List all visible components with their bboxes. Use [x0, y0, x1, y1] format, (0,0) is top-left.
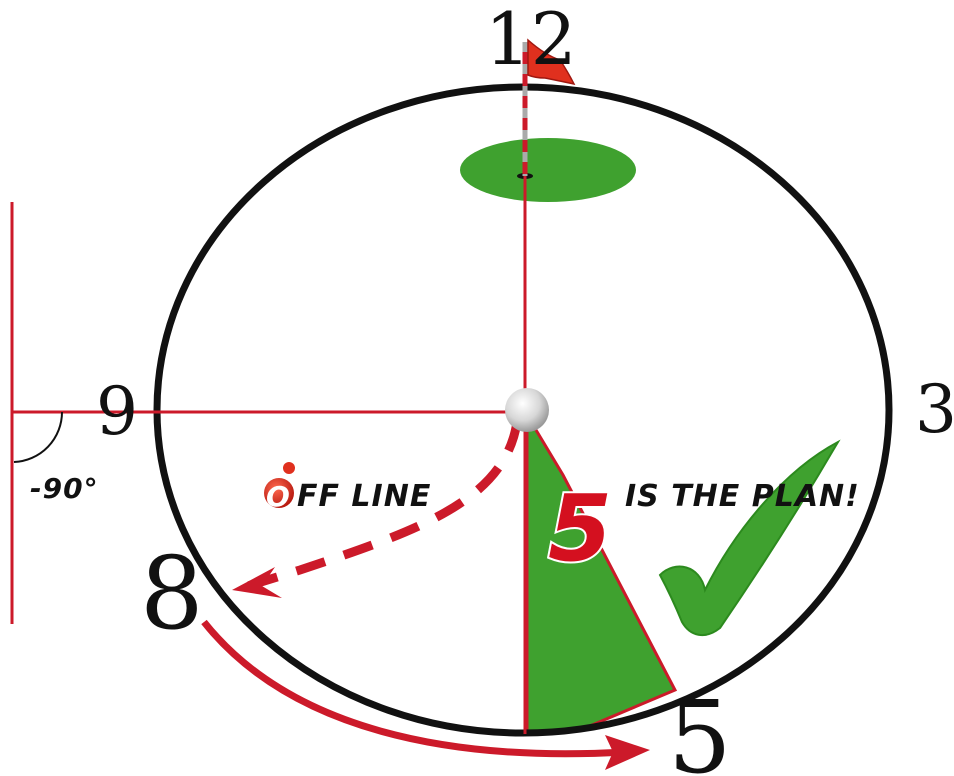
off-line-label: FF LINE [297, 479, 431, 514]
plan-label: IS THE PLAN! [625, 479, 860, 514]
putting-green [460, 138, 636, 202]
clock-number-9: 9 [96, 373, 138, 450]
plan-number: 5 [548, 475, 612, 582]
clock-number-12: 12 [485, 0, 577, 81]
clock-number-3: 3 [915, 371, 954, 448]
clock-number-5: 5 [668, 679, 732, 776]
off-line-initial: O [266, 480, 291, 513]
golf-ball-icon [505, 388, 549, 432]
angle-label: -90° [30, 472, 99, 505]
angle-arc [14, 412, 62, 462]
clock-number-8: 8 [140, 535, 204, 652]
